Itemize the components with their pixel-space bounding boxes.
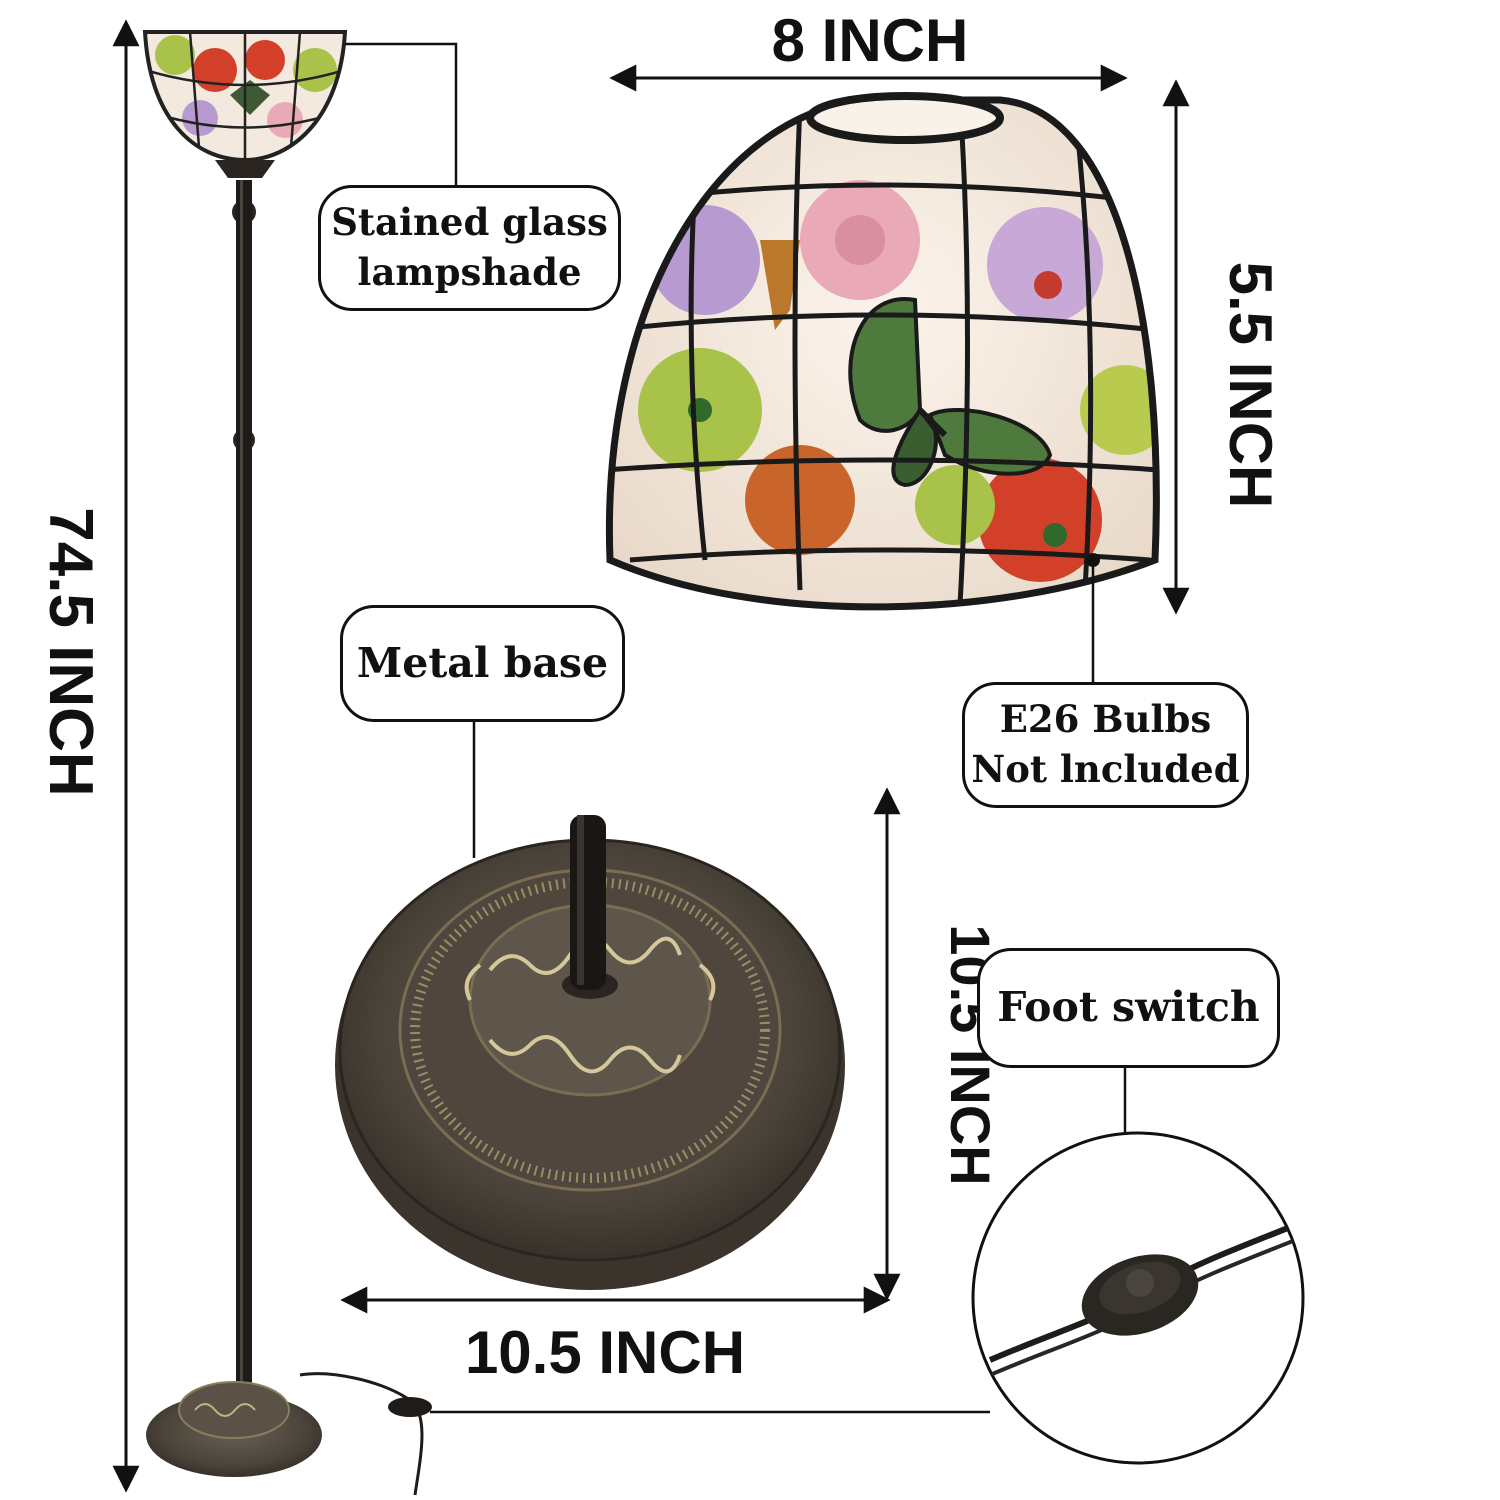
base-closeup — [335, 815, 845, 1290]
callout-bulb-line1: E26 Bulbs — [999, 697, 1212, 742]
dimension-shade-width: 8 INCH — [771, 7, 969, 74]
callout-leaders — [345, 42, 1127, 1414]
callout-foot-switch: Foot switch — [977, 948, 1280, 1068]
callout-base-text: Metal base — [356, 638, 609, 687]
shade-flower-pink — [800, 180, 920, 300]
callout-metal-base: Metal base — [340, 605, 625, 722]
small-shade — [145, 32, 345, 160]
dimension-shade-height: 5.5 INCH — [1217, 261, 1284, 509]
callout-shade-line2: lampshade — [357, 250, 582, 294]
callout-bulb-line2: Not lncluded — [971, 747, 1240, 791]
dimension-total-height: 74.5 INCH — [36, 507, 105, 797]
callout-shade-line1: Stained glass — [331, 200, 608, 245]
full-lamp — [142, 30, 432, 1496]
callout-e26-bulbs: E26 Bulbs Not lncluded — [962, 682, 1249, 808]
dimension-base-width: 10.5 INCH — [464, 1319, 746, 1386]
dimension-lines — [112, 19, 1190, 1493]
callout-switch-text: Foot switch — [997, 983, 1260, 1032]
large-shade — [605, 92, 1160, 611]
foot-switch-closeup — [971, 1131, 1305, 1465]
callout-stained-glass-lampshade: Stained glass lampshade — [318, 185, 621, 311]
shade-flower-green-left — [638, 348, 1157, 472]
